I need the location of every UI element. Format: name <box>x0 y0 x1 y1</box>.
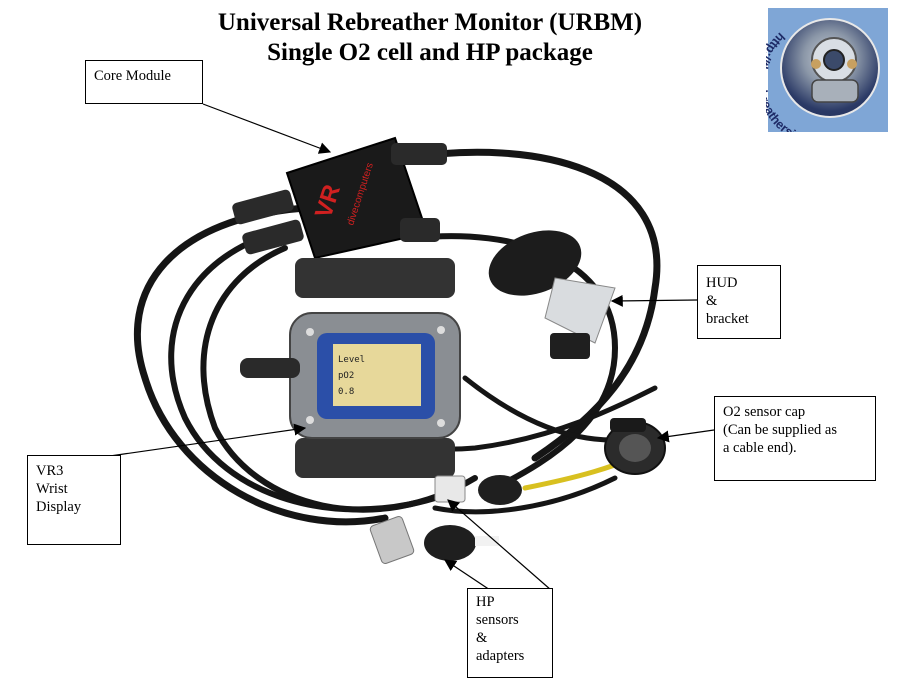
site-logo: http://therebreathersite.nl <box>755 8 890 149</box>
core-module-graphic: VR divecomputers <box>232 136 447 260</box>
hud-graphic <box>488 230 616 359</box>
label-hud-line-1: HUD <box>706 275 738 291</box>
label-o2-line-3: a cable end). <box>723 440 797 456</box>
o2-cap-graphic <box>604 418 666 475</box>
logo-url-text: http://therebreathersite.nl <box>755 22 890 149</box>
helmet-graphic <box>811 37 859 103</box>
label-hud-line-2: & <box>706 293 718 309</box>
label-hp-sensors: HP sensors & adapters <box>467 588 553 678</box>
diver-helmet-icon <box>780 18 880 118</box>
label-hp-line-1: HP <box>476 594 495 610</box>
label-vr3-wrist-display: VR3 Wrist Display <box>27 455 121 545</box>
label-core-text: Core Module <box>94 68 171 84</box>
label-o2-line-2: (Can be supplied as <box>723 422 837 438</box>
screen-line-3: 0.8 <box>338 387 354 397</box>
label-vr3-line-3: Display <box>36 499 82 515</box>
title-line-1: Universal Rebreather Monitor (URBM) <box>217 9 643 36</box>
device-photo: VR divecomputers Level pO2 0.8 <box>55 118 715 618</box>
label-hp-line-3: & <box>476 630 488 646</box>
title-line-2: Single O2 cell and HP package <box>267 39 593 66</box>
label-hud: HUD & bracket <box>697 265 781 339</box>
page-title: Universal Rebreather Monitor (URBM) Sing… <box>150 8 710 68</box>
screen-line-1: Level <box>338 355 365 365</box>
label-vr3-line-2: Wrist <box>36 481 68 497</box>
label-core-module: Core Module <box>85 60 203 104</box>
hp-sensors-graphic <box>369 475 522 564</box>
label-vr3-line-1: VR3 <box>36 463 64 479</box>
label-hud-line-3: bracket <box>706 311 749 327</box>
label-hp-line-4: adapters <box>476 648 525 664</box>
label-o2-sensor-cap: O2 sensor cap (Can be supplied as a cabl… <box>714 396 876 481</box>
label-o2-line-1: O2 sensor cap <box>723 404 806 420</box>
label-hp-line-2: sensors <box>476 612 519 628</box>
wrist-display-graphic: Level pO2 0.8 <box>240 258 461 478</box>
screen-line-2: pO2 <box>338 371 354 381</box>
